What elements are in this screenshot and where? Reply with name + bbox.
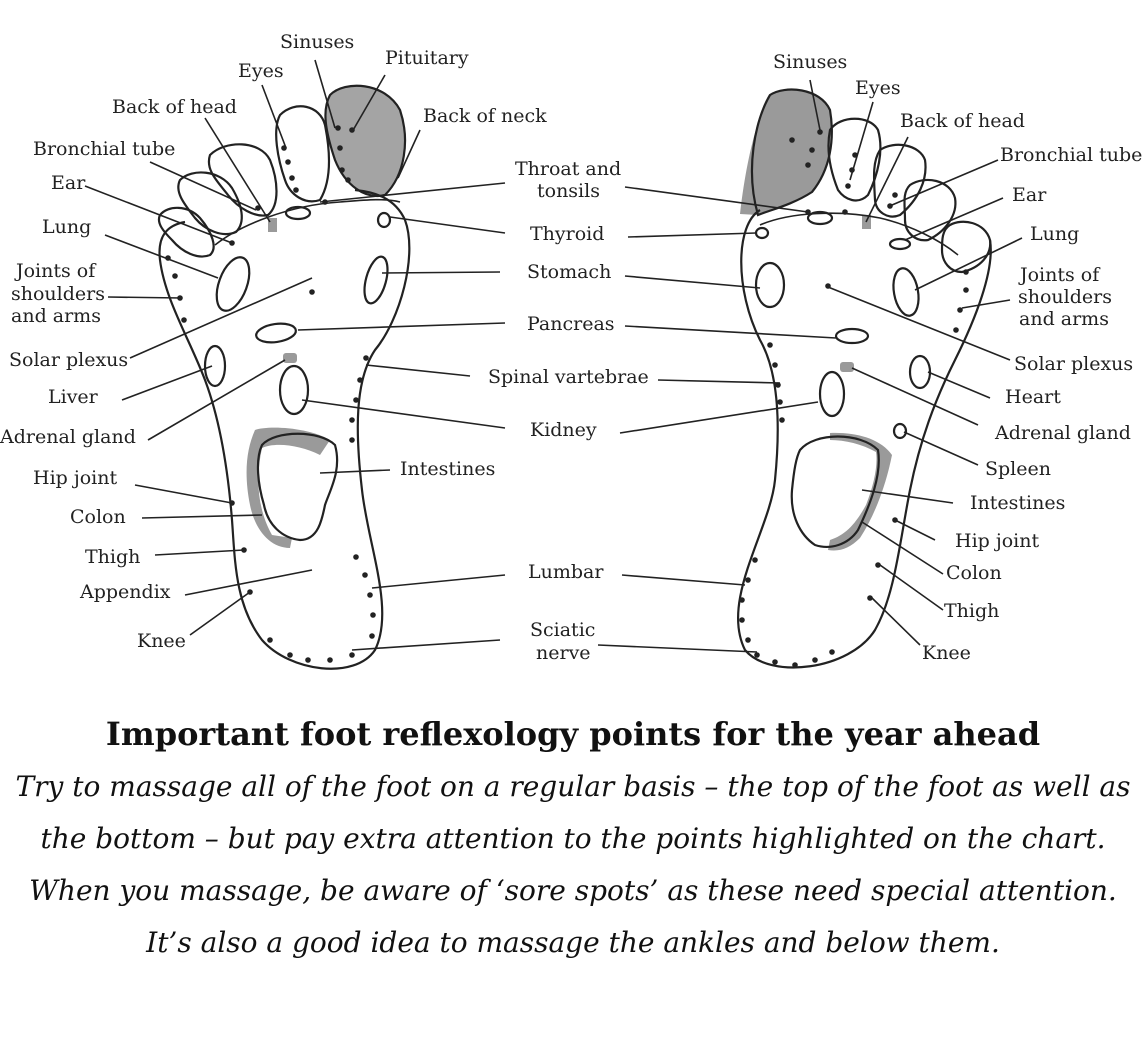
left-stomach-shape: [363, 255, 389, 305]
label-left-thigh: Thigh: [85, 546, 140, 568]
right-throat-shape: [806, 210, 834, 226]
label-right-intestines: Intestines: [970, 492, 1065, 514]
left-throat-shape: [284, 205, 312, 221]
left-intestine-shape: [256, 432, 339, 542]
right-spleen-shape: [892, 422, 908, 440]
label-left-adrenal-gland: Adrenal gland: [0, 426, 136, 448]
label-left-solar-plexus: Solar plexus: [9, 349, 128, 371]
left-back-of-head-spot: [268, 218, 277, 232]
right-adrenal-spot: [840, 362, 854, 372]
label-left-colon: Colon: [70, 506, 126, 528]
left-sinus-pituitary-highlight: [325, 85, 405, 196]
label-right-ear: Ear: [1012, 184, 1047, 206]
left-toe-4: [177, 171, 243, 236]
label-left-pituitary: Pituitary: [385, 47, 469, 69]
left-lung-shape: [215, 256, 251, 312]
label-left-eyes: Eyes: [238, 60, 284, 82]
right-thyroid-shape: [754, 226, 770, 240]
label-stomach: Stomach: [527, 261, 611, 283]
label-left-hip-joint: Hip joint: [33, 467, 117, 489]
left-foot-dots: [165, 125, 376, 663]
left-pancreas-shape: [255, 322, 297, 344]
label-thyroid: Thyroid: [530, 223, 604, 245]
right-toe-2: [827, 117, 882, 202]
label-left-joints-2: shoulders: [11, 283, 105, 305]
label-right-spleen: Spleen: [985, 458, 1051, 480]
caption-line-2: the bottom – but pay extra attention to …: [40, 822, 1106, 855]
label-right-back-of-head: Back of head: [900, 110, 1025, 132]
left-foot-labels: Sinuses Pituitary Eyes Back of head Back…: [0, 31, 547, 652]
right-ear-shape: [888, 237, 912, 251]
right-big-toe: [750, 88, 833, 217]
label-right-knee: Knee: [922, 642, 971, 664]
left-thyroid-shape: [376, 211, 392, 229]
label-right-bronchial-tube: Bronchial tube: [1000, 144, 1142, 166]
label-throat-1: Throat and: [515, 158, 621, 180]
caption-line-1: Try to massage all of the foot on a regu…: [15, 770, 1131, 803]
label-left-back-of-neck: Back of neck: [423, 105, 547, 127]
center-labels: Throat and tonsils Thyroid Stomach Pancr…: [488, 158, 649, 664]
right-kidney-shape: [818, 370, 846, 418]
caption-line-3: When you massage, be aware of ‘sore spot…: [29, 874, 1117, 907]
right-pancreas-shape: [834, 327, 870, 345]
right-toe-4: [903, 178, 957, 242]
label-sciatic-2: nerve: [536, 642, 591, 664]
caption-title: Important foot reflexology points for th…: [105, 715, 1041, 753]
left-toe-3: [207, 143, 278, 217]
right-foot-outline: [736, 209, 992, 669]
label-left-joints-3: and arms: [11, 305, 101, 327]
label-right-sinuses: Sinuses: [773, 51, 847, 73]
right-intestine-shape: [790, 435, 880, 548]
label-pancreas: Pancreas: [527, 313, 615, 335]
label-kidney: Kidney: [530, 419, 597, 441]
label-right-eyes: Eyes: [855, 77, 901, 99]
left-foot-outline: [158, 188, 411, 670]
right-toe-3: [872, 143, 927, 218]
label-right-colon: Colon: [946, 562, 1002, 584]
reflexology-diagram: Sinuses Pituitary Eyes Back of head Back…: [0, 31, 1142, 670]
label-sciatic-1: Sciatic: [530, 619, 595, 641]
label-right-lung: Lung: [1030, 223, 1079, 245]
label-right-heart: Heart: [1005, 386, 1061, 408]
caption-line-4: It’s also a good idea to massage the ank…: [146, 926, 1000, 959]
right-intestine-highlight: [828, 432, 892, 551]
label-right-thigh: Thigh: [944, 600, 999, 622]
label-left-knee: Knee: [137, 630, 186, 652]
left-foot: [157, 84, 411, 670]
right-ball-line: [759, 212, 959, 256]
label-throat-2: tonsils: [537, 180, 600, 202]
leader-lines: [84, 59, 1023, 653]
label-left-liver: Liver: [48, 386, 99, 408]
label-left-lung: Lung: [42, 216, 91, 238]
label-left-appendix: Appendix: [79, 581, 171, 603]
left-liver-shape: [203, 344, 227, 388]
label-left-bronchial-tube: Bronchial tube: [33, 138, 175, 160]
label-spinal: Spinal vartebrae: [488, 366, 649, 388]
right-foot: [736, 88, 992, 669]
right-stomach-shape: [754, 261, 786, 309]
left-toe-5: [157, 206, 215, 258]
label-left-intestines: Intestines: [400, 458, 495, 480]
label-left-back-of-head: Back of head: [112, 96, 237, 118]
right-sinus-highlight: [740, 89, 832, 215]
label-right-solar-plexus: Solar plexus: [1014, 353, 1133, 375]
label-left-ear: Ear: [51, 172, 86, 194]
right-lung-shape: [892, 267, 920, 317]
left-ball-line: [214, 198, 401, 246]
left-adrenal-spot: [283, 353, 297, 363]
right-toe-5: [940, 220, 992, 274]
label-lumbar: Lumbar: [528, 561, 604, 583]
label-left-joints-1: Joints of: [14, 260, 97, 282]
right-heart-shape: [908, 354, 932, 390]
label-left-sinuses: Sinuses: [280, 31, 354, 53]
left-kidney-shape: [278, 364, 310, 416]
label-right-adrenal-gland: Adrenal gland: [994, 422, 1131, 444]
label-right-hip-joint: Hip joint: [955, 530, 1039, 552]
right-foot-labels: Sinuses Eyes Back of head Bronchial tube…: [773, 51, 1142, 664]
label-right-joints-2: shoulders: [1018, 286, 1112, 308]
left-toe-2: [275, 105, 331, 203]
label-right-joints-3: and arms: [1019, 308, 1109, 330]
label-right-joints-1: Joints of: [1018, 264, 1101, 286]
left-intestine-highlight: [246, 427, 330, 548]
